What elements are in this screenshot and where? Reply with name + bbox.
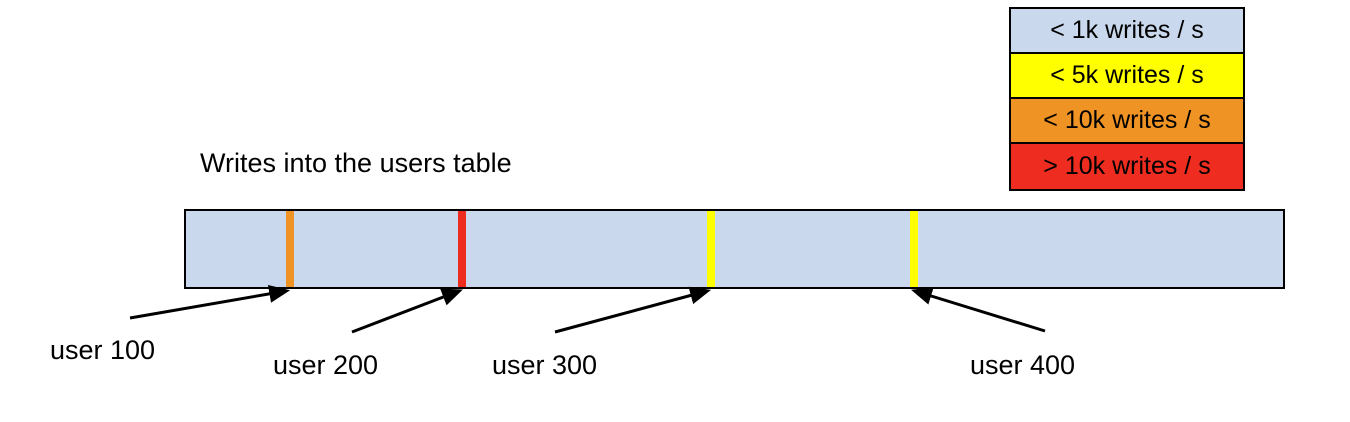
legend-item-gt-10k: > 10k writes / s <box>1011 144 1243 189</box>
bar-marker-user-100 <box>286 211 294 287</box>
legend-item-lt-10k: < 10k writes / s <box>1011 99 1243 144</box>
marker-label-user-400: user 400 <box>970 350 1076 380</box>
legend-item-label: < 1k writes / s <box>1050 16 1204 44</box>
legend-item-label: < 10k writes / s <box>1043 106 1211 134</box>
bar-marker-user-200 <box>458 211 466 287</box>
legend-item-label: > 10k writes / s <box>1043 152 1211 180</box>
users-table-keyspace-bar <box>184 209 1285 289</box>
arrow-user-200 <box>351 288 463 334</box>
arrow-user-100 <box>129 284 291 320</box>
marker-label-user-300: user 300 <box>492 350 598 380</box>
arrow-user-300 <box>554 286 712 334</box>
bar-marker-user-300 <box>707 211 715 287</box>
chart-title: Writes into the users table <box>200 148 512 178</box>
legend-item-lt-1k: < 1k writes / s <box>1011 9 1243 54</box>
legend-item-lt-5k: < 5k writes / s <box>1011 54 1243 99</box>
write-rate-legend: < 1k writes / s < 5k writes / s < 10k wr… <box>1009 7 1245 191</box>
arrow-user-400 <box>910 287 1046 333</box>
bar-marker-user-400 <box>910 211 918 287</box>
marker-label-user-200: user 200 <box>273 350 379 380</box>
legend-item-label: < 5k writes / s <box>1050 61 1204 89</box>
marker-label-user-100: user 100 <box>50 335 156 365</box>
